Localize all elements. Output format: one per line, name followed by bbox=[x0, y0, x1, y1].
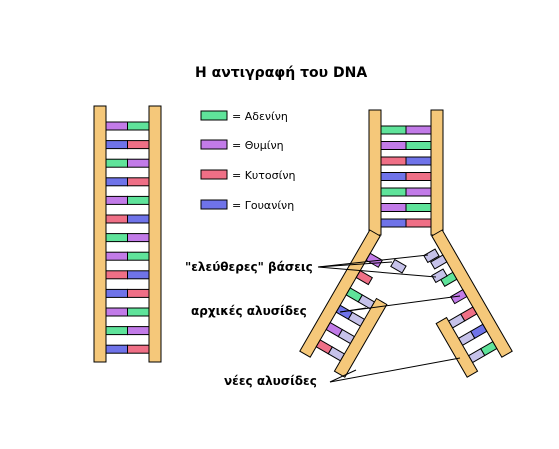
replicating-helix-base-right bbox=[405, 172, 432, 181]
left-helix-base-right bbox=[127, 195, 150, 205]
replicating-helix-base-left bbox=[380, 125, 407, 135]
left-helix-base-right bbox=[127, 307, 150, 317]
right-fork-new-strand bbox=[435, 316, 479, 378]
replicating-helix-base-right bbox=[405, 218, 432, 228]
left-helix-base-right bbox=[127, 326, 150, 336]
legend-swatch-cytosine bbox=[200, 169, 228, 180]
free-base bbox=[423, 248, 440, 264]
left-helix-base-left bbox=[105, 214, 128, 224]
left-helix-base-left bbox=[105, 326, 128, 336]
left-helix-base-left bbox=[105, 344, 128, 354]
right-fork-arm bbox=[429, 229, 513, 378]
left-helix-base-right bbox=[127, 214, 150, 224]
left-helix-base-left bbox=[105, 121, 128, 131]
replicating-helix-base-left bbox=[380, 203, 407, 212]
left-helix-base-right bbox=[127, 177, 150, 187]
left-helix-base-right bbox=[127, 344, 150, 354]
intact-dna-helix bbox=[93, 105, 162, 363]
left-helix-base-right bbox=[127, 251, 150, 261]
left-helix-base-right bbox=[127, 270, 150, 280]
free-base bbox=[390, 258, 407, 274]
left-helix-base-left bbox=[105, 233, 128, 243]
left-helix-base-left bbox=[105, 177, 128, 187]
leader-new-strands-2 bbox=[329, 357, 461, 383]
label-new-strands: νέες αλυσίδες bbox=[224, 374, 317, 388]
replicating-helix-base-right bbox=[405, 187, 432, 197]
left-helix-base-right bbox=[127, 233, 150, 243]
left-helix-base-pairs bbox=[105, 121, 150, 354]
replicating-helix-base-right bbox=[405, 203, 432, 212]
replicating-helix-base-right bbox=[405, 141, 432, 150]
replicating-helix-base-left bbox=[380, 156, 407, 166]
legend-label-cytosine: = Κυτοσίνη bbox=[232, 169, 295, 182]
replicating-helix-base-left bbox=[380, 218, 407, 228]
replicating-helix-base-left bbox=[380, 141, 407, 150]
replicating-helix-base-left bbox=[380, 172, 407, 181]
diagram-title: Η αντιγραφή του DNA bbox=[195, 65, 367, 81]
left-fork-arm bbox=[299, 229, 388, 378]
leader-lines bbox=[317, 254, 461, 383]
label-free-bases: "ελεύθερες" βάσεις bbox=[185, 260, 313, 274]
replicating-helix-base-right bbox=[405, 156, 432, 166]
label-original-strands: αρχικές αλυσίδες bbox=[191, 304, 307, 318]
legend-swatch-thymine bbox=[200, 139, 228, 150]
left-helix-backbone-right bbox=[148, 105, 162, 363]
left-helix-base-left bbox=[105, 195, 128, 205]
replicating-helix-base-pairs bbox=[380, 125, 432, 228]
left-fork-new-strand bbox=[333, 297, 388, 378]
left-helix-base-left bbox=[105, 307, 128, 317]
leader-original-strands-2 bbox=[339, 295, 461, 313]
left-helix-backbone-left bbox=[93, 105, 107, 363]
legend-label-guanine: = Γουανίνη bbox=[232, 199, 294, 212]
leader-new-strands-1 bbox=[329, 369, 357, 383]
left-helix-base-right bbox=[127, 121, 150, 131]
left-helix-base-right bbox=[127, 288, 150, 298]
legend-swatch-guanine bbox=[200, 199, 228, 210]
right-fork-base bbox=[429, 254, 448, 270]
left-helix-base-left bbox=[105, 288, 128, 298]
replicating-helix-backbone-right bbox=[430, 109, 444, 236]
replicating-helix-backbone-left bbox=[368, 109, 382, 236]
legend: = Αδενίνη = Θυμίνη = Κυτοσίνη = Γουανίνη bbox=[200, 110, 295, 212]
legend-swatch-adenine bbox=[200, 110, 228, 121]
replicating-helix-base-right bbox=[405, 125, 432, 135]
replicating-dna-helix bbox=[299, 109, 513, 378]
left-helix-base-left bbox=[105, 158, 128, 168]
left-helix-base-right bbox=[127, 158, 150, 168]
leader-free-bases-2 bbox=[317, 254, 429, 268]
legend-label-adenine: = Αδενίνη bbox=[232, 110, 288, 123]
legend-label-thymine: = Θυμίνη bbox=[232, 139, 284, 152]
left-helix-base-left bbox=[105, 140, 128, 150]
left-helix-base-left bbox=[105, 251, 128, 261]
free-base bbox=[431, 268, 448, 284]
replicating-helix-base-left bbox=[380, 187, 407, 197]
left-fork-base bbox=[355, 269, 374, 286]
left-helix-base-right bbox=[127, 140, 150, 150]
leader-free-bases-1 bbox=[317, 261, 393, 268]
left-helix-base-left bbox=[105, 270, 128, 280]
leader-free-bases-3 bbox=[317, 266, 437, 278]
left-fork-original-strand bbox=[299, 229, 381, 358]
